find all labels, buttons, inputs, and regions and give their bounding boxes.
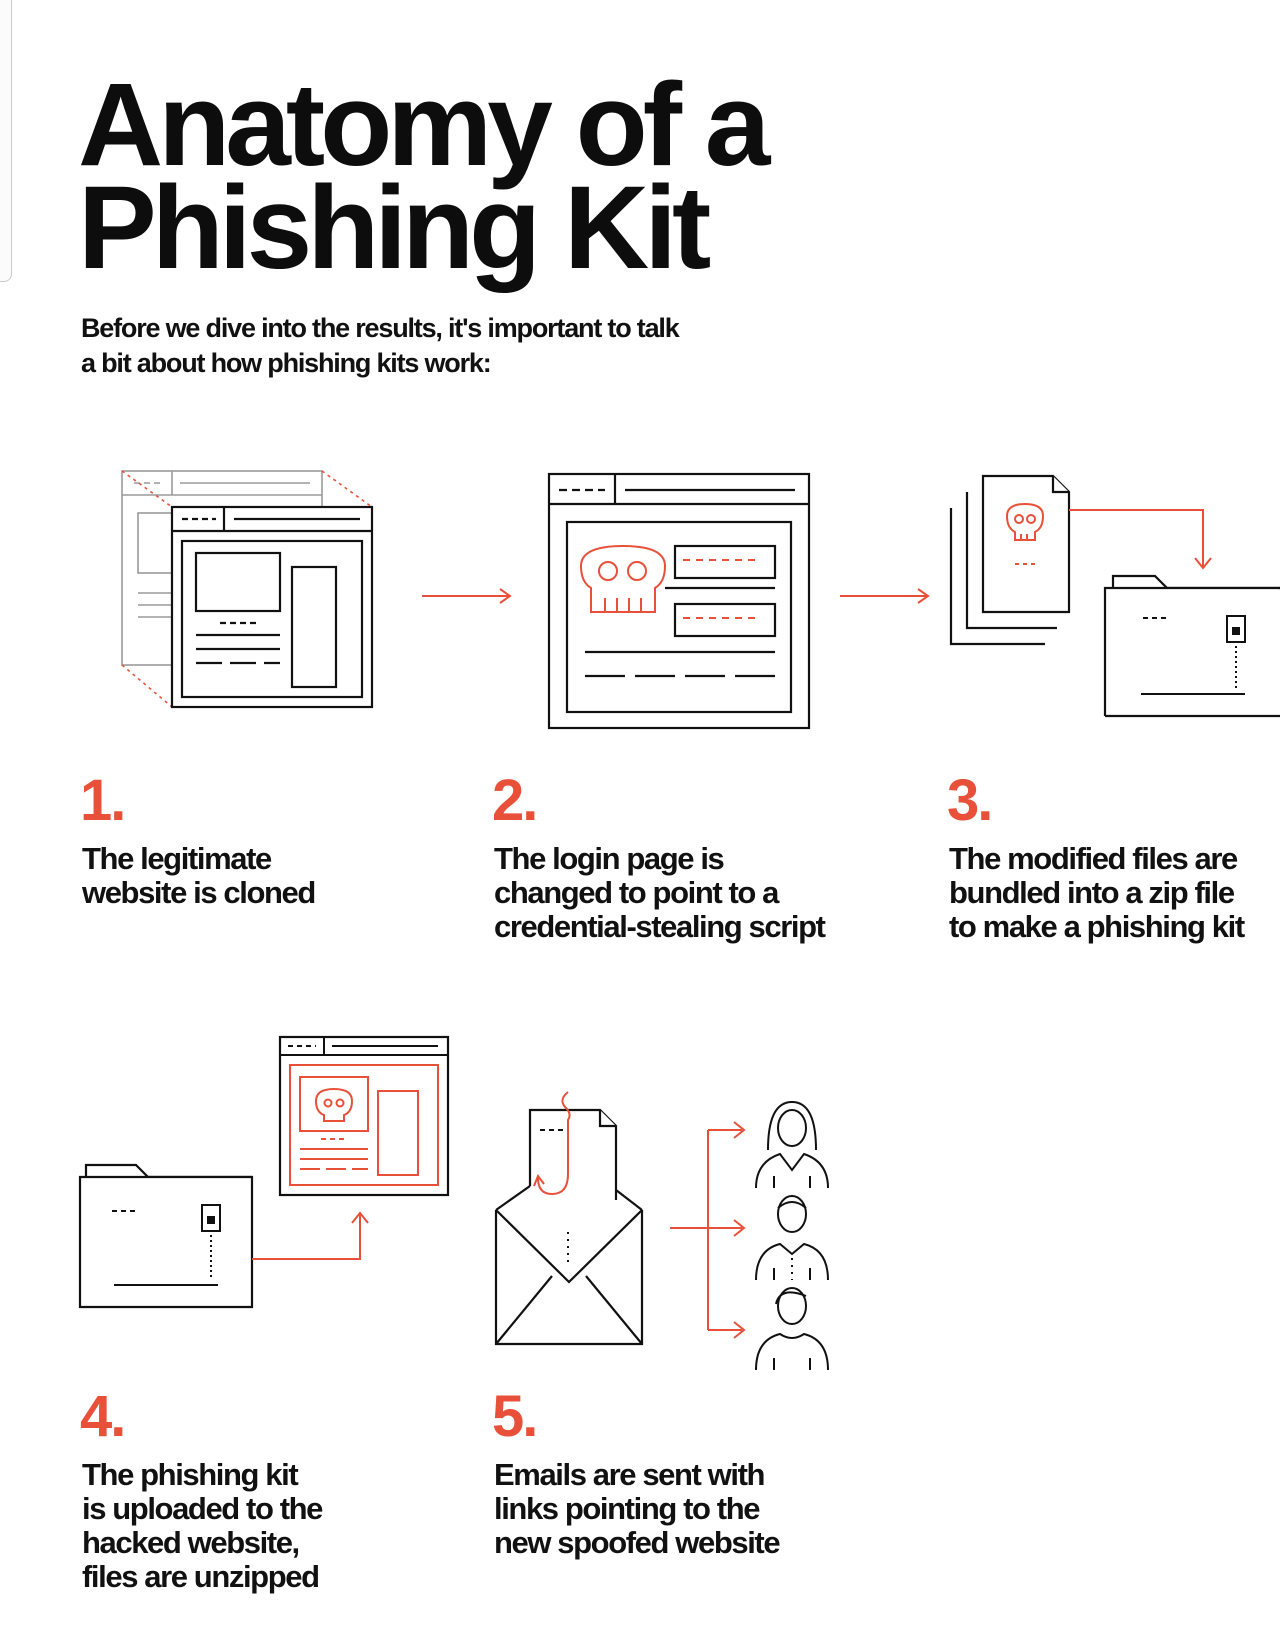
title-line-1: Anatomy of a (78, 59, 770, 191)
intro-text: Before we dive into the results, it's im… (81, 311, 761, 381)
step-4-text: The phishing kit is uploaded to the hack… (82, 1457, 323, 1594)
title-line-2: Phishing Kit (78, 162, 711, 294)
step-1-line: website is cloned (82, 875, 316, 910)
step-5-text: Emails are sent with links pointing to t… (494, 1457, 781, 1560)
step-3-line: The modified files are (949, 841, 1238, 876)
step-3-line: bundled into a zip file (949, 875, 1235, 910)
arrow-right-icon (422, 588, 512, 604)
step-2-number: 2. (492, 768, 538, 833)
step-5-line: links pointing to the (494, 1491, 760, 1526)
modified-login-page-icon (547, 472, 811, 730)
arrow-right-icon (840, 588, 930, 604)
intro-line-1: Before we dive into the results, it's im… (81, 313, 680, 343)
step-1-line: The legitimate (82, 841, 272, 876)
upload-to-website-icon (78, 1035, 450, 1309)
step-3-line: to make a phishing kit (949, 909, 1245, 944)
step-2-line: changed to point to a (494, 875, 779, 910)
step-1-text: The legitimate website is cloned (82, 841, 316, 910)
step-2-line: credential-stealing script (494, 909, 826, 944)
step-2-text: The login page is changed to point to a … (494, 841, 826, 944)
step-2-line: The login page is (494, 841, 725, 876)
step-1-number: 1. (80, 768, 126, 833)
step-3-number: 3. (947, 768, 993, 833)
step-5-line: new spoofed website (494, 1525, 781, 1560)
zip-bundle-icon (949, 474, 1280, 718)
phishing-email-icon (494, 1091, 829, 1371)
cloned-website-icon (121, 470, 374, 709)
step-4-line: The phishing kit (82, 1457, 299, 1492)
step-4-line: is uploaded to the (82, 1491, 323, 1526)
page-title: Anatomy of a Phishing Kit (78, 59, 770, 294)
step-4-number: 4. (80, 1384, 126, 1449)
intro-line-2: a bit about how phishing kits work: (81, 348, 492, 378)
step-5-number: 5. (492, 1384, 538, 1449)
recipients (755, 1100, 829, 1371)
step-4-line: hacked website, (82, 1525, 300, 1560)
step-5-line: Emails are sent with (494, 1457, 765, 1492)
step-3-text: The modified files are bundled into a zi… (949, 841, 1245, 944)
window-edge (0, 0, 12, 282)
step-4-line: files are unzipped (82, 1559, 320, 1594)
